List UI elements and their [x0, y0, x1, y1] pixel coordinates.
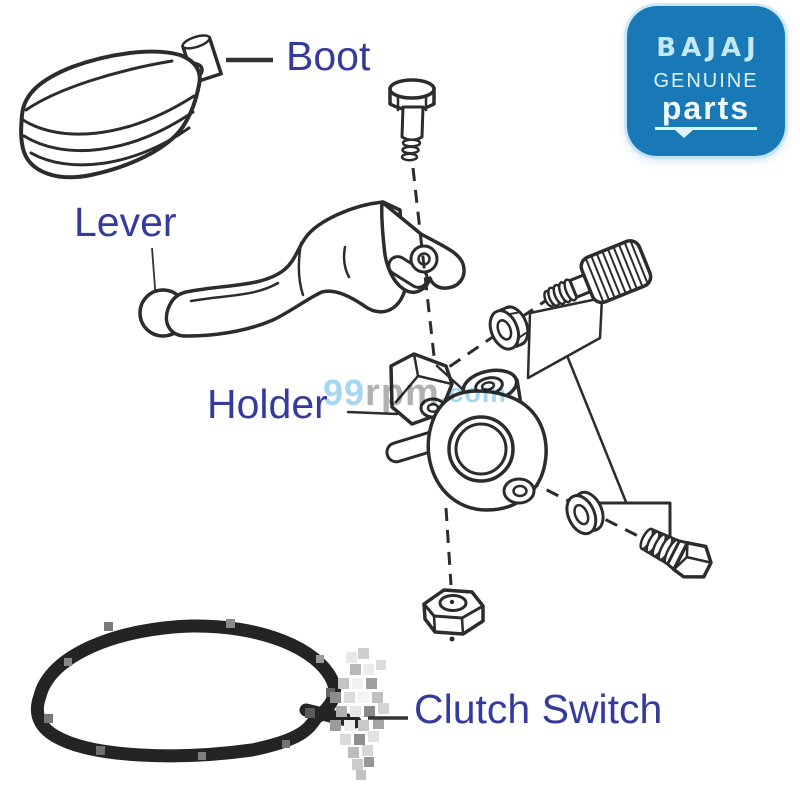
nut-axis-dashed-line	[444, 507, 453, 586]
watermark-rpm: rpm	[365, 372, 440, 414]
hex-nut-drawing	[422, 588, 485, 642]
adjuster-drawing	[543, 239, 653, 308]
wire-pixel-noise	[44, 619, 335, 760]
clutch-switch-label: Clutch Switch	[414, 686, 663, 732]
logo-underline	[655, 126, 757, 138]
callout-line	[566, 356, 628, 504]
washer-drawing	[565, 490, 605, 536]
watermark: 99rpm.com	[323, 372, 507, 415]
locknut-drawing	[488, 305, 530, 351]
bolt-axis-dashed-line	[411, 167, 438, 375]
callout-corner-line	[591, 501, 672, 549]
logo-triangle-icon	[675, 129, 693, 138]
boot-label: Boot	[286, 33, 371, 79]
bracket-panel-outline	[526, 296, 604, 380]
holder-label: Holder	[207, 381, 328, 427]
lever-label: Lever	[74, 199, 177, 245]
lever-drawing	[138, 200, 466, 338]
bajaj-genuine-parts-logo: BAJAJ GENUINE parts	[627, 6, 785, 156]
connector-mosaic	[330, 648, 389, 780]
logo-parts-text: parts	[661, 89, 751, 126]
pivot-bolt-drawing	[388, 78, 436, 162]
watermark-99: 99	[323, 372, 366, 413]
boot-drawing	[19, 34, 223, 180]
holder-drawing	[385, 352, 548, 512]
watermark-com: .com	[439, 378, 507, 408]
holder-leader-line	[346, 410, 399, 416]
logo-brand-text: BAJAJ	[656, 32, 761, 63]
mount-bolt-drawing	[639, 527, 713, 579]
clutch-switch-drawing	[30, 619, 389, 780]
logo-genuine-text: GENUINE	[653, 69, 759, 92]
